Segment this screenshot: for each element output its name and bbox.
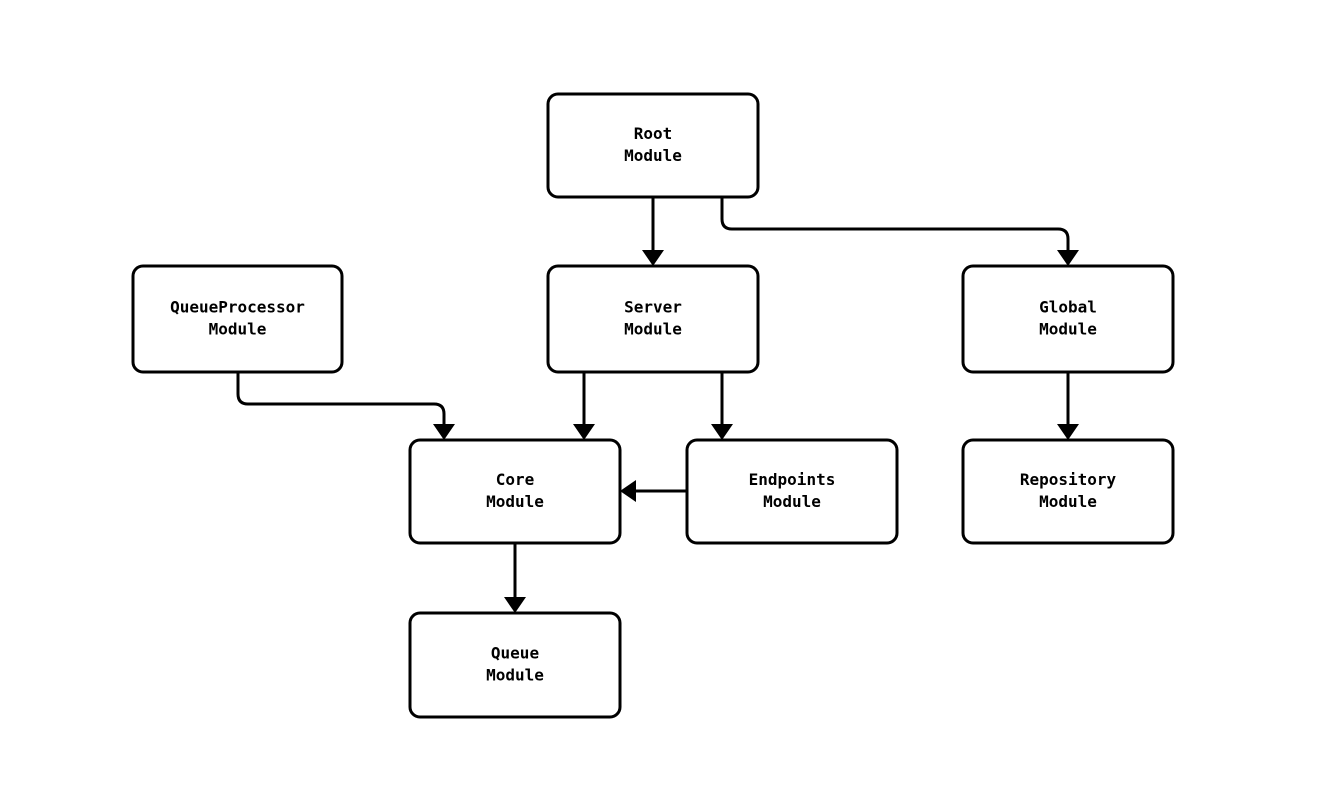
node-label-line2: Module: [486, 492, 544, 511]
edge-server-to-core: [573, 372, 595, 440]
node-label-line2: Module: [763, 492, 821, 511]
arrow-head-icon: [620, 480, 636, 502]
node-box[interactable]: [546, 264, 760, 374]
edge-core-to-queue: [504, 543, 526, 613]
node-label-line1: Queue: [491, 644, 539, 663]
node-label-line1: Endpoints: [749, 470, 836, 489]
arrow-head-icon: [642, 250, 664, 266]
arrow-head-icon: [433, 424, 455, 440]
arrow-head-icon: [504, 597, 526, 613]
edge-endpoints-to-core: [620, 480, 687, 502]
node-label-line1: Global: [1039, 298, 1097, 317]
node-box[interactable]: [131, 264, 344, 374]
node-label-line2: Module: [1039, 320, 1097, 339]
node-box[interactable]: [408, 438, 622, 545]
node-label-line2: Module: [624, 320, 682, 339]
edge-global-to-repository: [1057, 372, 1079, 440]
node-label-line1: Root: [634, 124, 673, 143]
node-label-line2: Module: [1039, 492, 1097, 511]
node-label-line1: QueueProcessor: [170, 298, 305, 317]
node-box[interactable]: [546, 92, 760, 199]
edge-server-to-endpoints: [711, 372, 733, 440]
arrow-head-icon: [711, 424, 733, 440]
node-box[interactable]: [408, 611, 622, 719]
arrow-head-icon: [573, 424, 595, 440]
nodes-layer: RootModuleQueueProcessorModuleServerModu…: [131, 92, 1175, 719]
node-label-line1: Server: [624, 298, 682, 317]
edges-layer: [236, 197, 1079, 613]
node-box[interactable]: [685, 438, 899, 545]
edge-line: [236, 372, 446, 428]
edge-queueprocessor-to-core: [236, 372, 455, 440]
arrow-head-icon: [1057, 250, 1079, 266]
node-label-line2: Module: [209, 320, 267, 339]
edge-root-to-server: [642, 197, 664, 266]
node-label-line1: Repository: [1020, 470, 1117, 489]
edge-root-to-global: [720, 197, 1079, 266]
edge-line: [720, 197, 1070, 254]
node-label-line2: Module: [624, 146, 682, 165]
node-box[interactable]: [961, 438, 1175, 545]
node-label-line2: Module: [486, 666, 544, 685]
arrow-head-icon: [1057, 424, 1079, 440]
node-label-line1: Core: [496, 470, 535, 489]
node-box[interactable]: [961, 264, 1175, 374]
